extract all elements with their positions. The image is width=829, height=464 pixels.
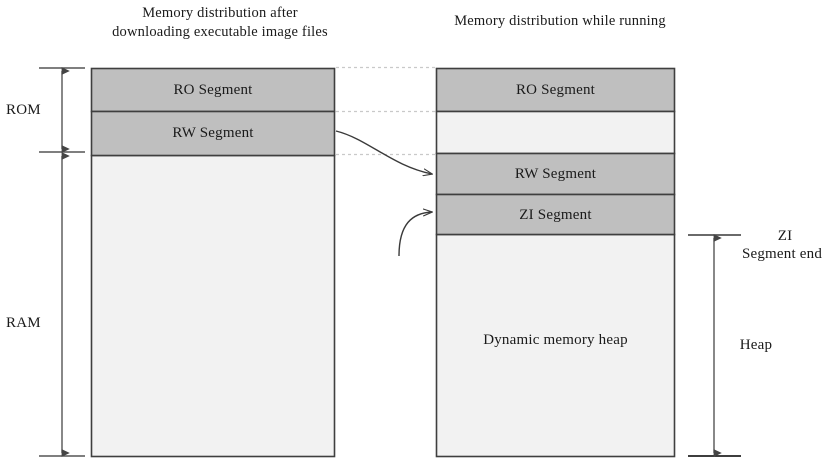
left-rw-segment <box>90 110 336 157</box>
right-measure-axis <box>688 234 741 457</box>
zi-segment-end-label-line2: Segment end <box>741 246 823 262</box>
left-measure-axis <box>39 67 85 457</box>
guide-lines <box>336 66 436 156</box>
heap-axis-label: Heap <box>739 337 773 353</box>
relocation-arrows <box>335 130 432 257</box>
right-panel-boxes <box>435 67 676 458</box>
rw-relocation-arrow <box>335 130 432 174</box>
right-gap-area <box>435 110 676 155</box>
zi-segment-end-label-line1: ZI <box>777 228 793 244</box>
right-zi-segment <box>435 193 676 236</box>
left-panel-boxes <box>90 67 336 458</box>
left-free-area <box>90 154 336 458</box>
left-ro-segment <box>90 67 336 113</box>
rom-axis-label: ROM <box>6 102 41 118</box>
right-ro-segment <box>435 67 676 113</box>
ram-axis-label: RAM <box>6 315 41 331</box>
right-rw-segment <box>435 152 676 196</box>
right-heap-area <box>435 233 676 458</box>
zi-creation-arrow <box>398 212 432 257</box>
left-panel-title: Memory distribution after downloading ex… <box>112 5 328 40</box>
right-panel-title: Memory distribution while running <box>454 13 666 29</box>
